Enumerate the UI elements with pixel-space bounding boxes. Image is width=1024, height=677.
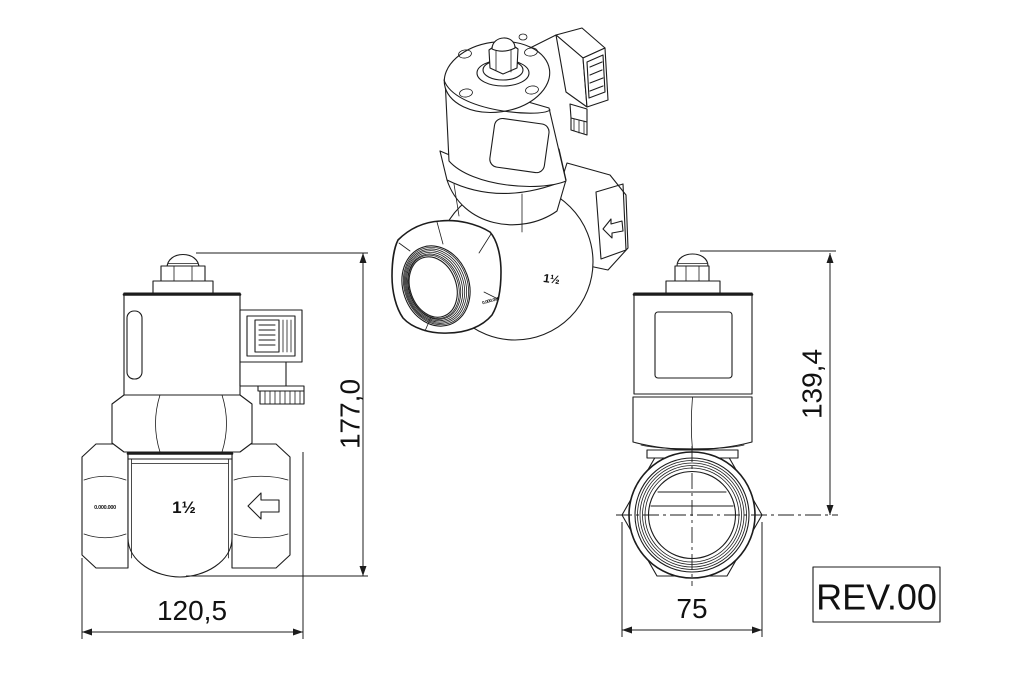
side-coil-body <box>633 292 753 395</box>
front-bonnet-hex <box>111 394 253 453</box>
iso-port-threads <box>401 245 471 327</box>
iso-nameplate <box>489 117 550 174</box>
side-view <box>616 253 838 586</box>
side-bonnet-hex <box>632 396 753 451</box>
connector-terminal-icon <box>586 54 606 99</box>
iso-inlet-port: 0.000.000 <box>391 219 502 334</box>
dim-side-height-label: 139,4 <box>797 349 828 419</box>
front-view: 1½ 0.000.000 <box>81 254 305 578</box>
revision-label: REV.00 <box>816 577 937 618</box>
front-din-connector <box>239 309 303 363</box>
side-nameplate <box>654 311 733 379</box>
front-valve-body <box>127 451 233 578</box>
dim-front-height-label: 177,0 <box>335 379 366 449</box>
dim-front-width-label: 120,5 <box>157 595 227 626</box>
size-marking: 1½ <box>172 498 196 517</box>
dim-side-width-label: 75 <box>676 593 707 624</box>
part-number-marking: 0.000.000 <box>94 505 116 511</box>
revision-box: REV.00 <box>812 566 941 623</box>
front-coil-body <box>123 292 241 396</box>
side-view-dimensions: 139,4 75 <box>621 250 836 637</box>
connector-label-hatch <box>254 319 280 353</box>
front-view-dimensions: 177,0 120,5 <box>81 252 368 639</box>
iso-part-number-marking: 0.000.000 <box>482 296 501 306</box>
flow-arrow-icon <box>247 492 280 520</box>
iso-flow-arrow-icon <box>602 218 624 239</box>
cable-gland <box>259 390 305 405</box>
iso-size-marking: 1½ <box>542 271 560 287</box>
isometric-view: 0.000.000 1½ <box>391 27 629 341</box>
iso-din-connector <box>529 27 609 136</box>
iso-dome-cap <box>491 37 516 52</box>
front-coil-label-slot <box>126 310 143 380</box>
side-dome-cap <box>676 253 709 267</box>
